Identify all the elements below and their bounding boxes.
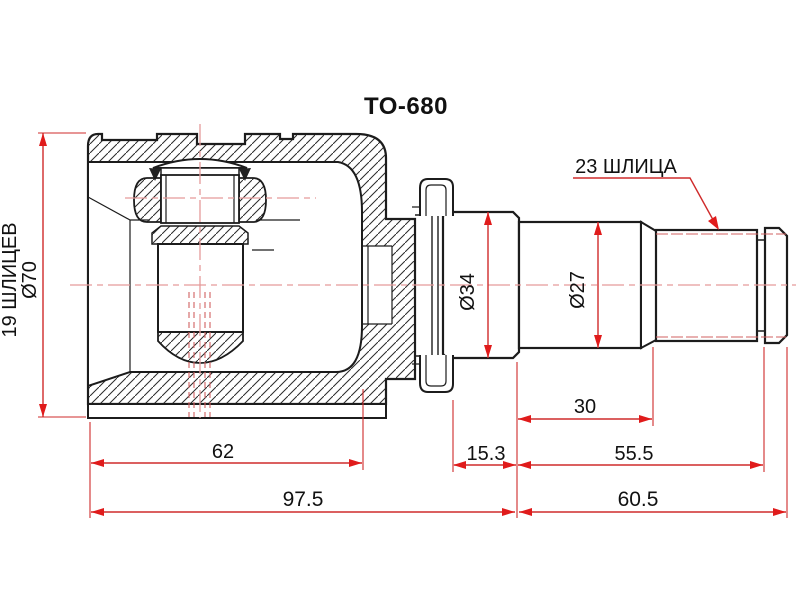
dimension-arrows <box>39 133 786 516</box>
cover-clip-bottom-inner <box>412 355 447 387</box>
dim-97-5-label: 97.5 <box>283 488 324 511</box>
arrow-97-5-right <box>502 508 515 516</box>
housing-bottom-band <box>87 403 387 419</box>
arrow-d70-bottom <box>39 404 47 417</box>
dim-62-label: 62 <box>212 441 234 463</box>
roller-cage-lines <box>165 175 235 223</box>
dim-15-3-label: 15.3 <box>467 443 506 465</box>
dim-30-label: 30 <box>574 396 596 418</box>
roller-barrel-right <box>238 177 267 223</box>
arrow-15-3-right <box>503 461 516 469</box>
drawing-labels: TO-680 19 ШЛИЦЕВ Ø70 23 ШЛИЦА Ø34 Ø27 30… <box>0 93 678 511</box>
arrow-d27-bottom <box>594 335 602 348</box>
arrow-d27-top <box>594 222 602 235</box>
stub-diameter-label: Ø34 <box>457 273 479 311</box>
housing-diameter-label: Ø70 <box>19 261 41 299</box>
shaft-diameter-label: Ø27 <box>567 271 589 309</box>
arrow-30-left <box>518 415 531 423</box>
ext-lines-d70 <box>38 132 86 418</box>
hidden-bore-lines <box>188 292 211 417</box>
cover-clip-top-inner <box>412 184 447 216</box>
cover-clip-bottom <box>419 355 454 393</box>
arrow-62-left <box>91 459 104 467</box>
part-number-label: TO-680 <box>364 93 448 120</box>
arrow-55-5-left <box>518 461 531 469</box>
inner-race-collar <box>151 225 249 245</box>
roller-barrel-left <box>133 177 162 223</box>
cover-clip-top <box>419 178 454 216</box>
spline-pitch-lines <box>656 233 786 338</box>
arrow-97-5-left <box>91 508 104 516</box>
arrow-leader-tip <box>708 216 719 230</box>
arrow-15-3-left <box>453 461 466 469</box>
inner-splines-label: 19 ШЛИЦЕВ <box>0 222 21 337</box>
retainer-clip-left <box>149 168 161 181</box>
arrow-30-right <box>639 415 652 423</box>
extension-lines <box>89 347 788 518</box>
housing-section <box>86 132 417 419</box>
outer-splines-label: 23 ШЛИЦА <box>575 156 677 178</box>
leader-23-splines <box>573 177 718 228</box>
retainer-clip-right <box>239 168 251 181</box>
arrow-60-5-right <box>773 508 786 516</box>
dimension-lines <box>38 132 788 518</box>
back-bore-lines <box>363 245 393 325</box>
arrow-d34-top <box>484 212 492 225</box>
arrow-d70-top <box>39 133 47 146</box>
centerlines <box>70 124 796 418</box>
arrow-55-5-right <box>750 461 763 469</box>
dim-60-5-label: 60.5 <box>618 488 659 511</box>
arrow-d34-bottom <box>484 345 492 358</box>
hidden-spline-lines <box>188 233 786 417</box>
dim-55-5-label: 55.5 <box>615 443 654 465</box>
arrow-62-right <box>349 459 362 467</box>
arrow-60-5-left <box>519 508 532 516</box>
